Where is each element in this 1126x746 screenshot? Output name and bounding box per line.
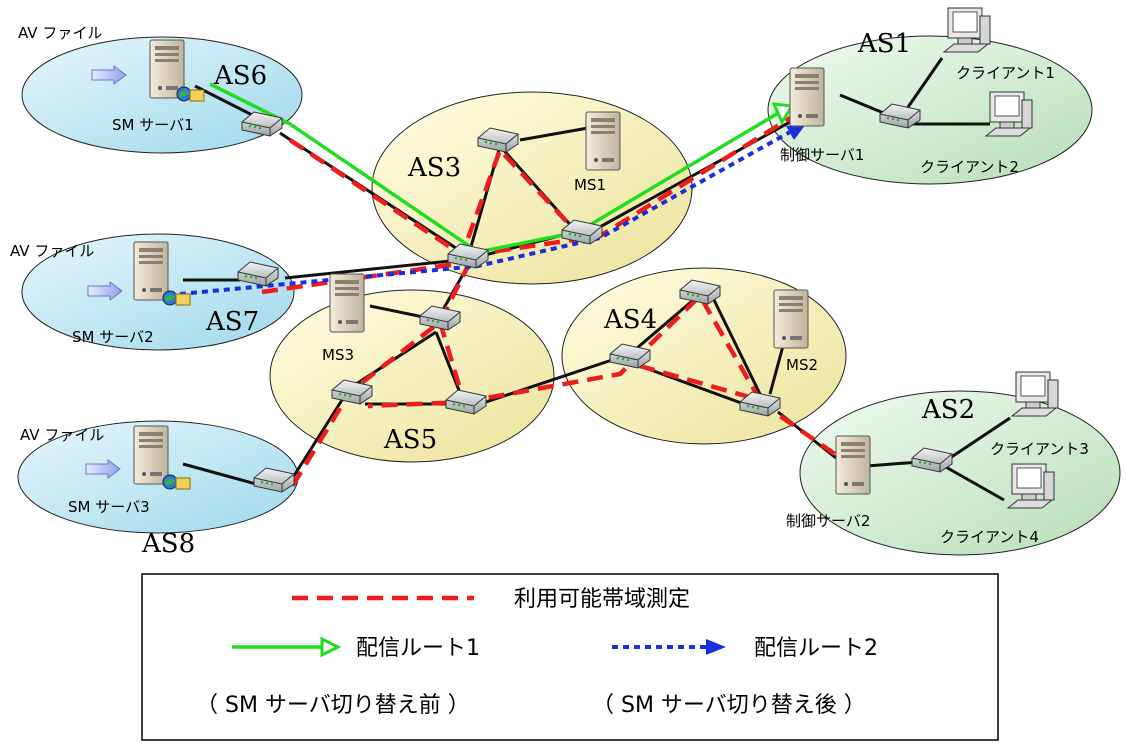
control-server-1-icon bbox=[789, 67, 825, 127]
legend-measurement-label: 利用可能帯域測定 bbox=[514, 587, 690, 612]
sm-server-3-label: SM サーバ3 bbox=[68, 498, 150, 516]
legend-route2-arrow-icon bbox=[706, 639, 726, 655]
as7-label: AS7 bbox=[205, 307, 259, 337]
as3-label: AS3 bbox=[407, 153, 461, 183]
as5-area bbox=[269, 289, 555, 463]
legend-before-switch: （ SM サーバ切り替え前 ） bbox=[196, 693, 470, 718]
av-file-label-1: AV ファイル bbox=[18, 24, 102, 42]
measurement-paths bbox=[261, 110, 854, 492]
control-server-2-label: 制御サーバ2 bbox=[786, 512, 870, 530]
ms3-label: MS3 bbox=[322, 346, 354, 364]
as5-label: AS5 bbox=[383, 425, 437, 455]
as2-area bbox=[799, 390, 1121, 556]
client-4-label: クライアント4 bbox=[940, 528, 1039, 546]
ms1-icon bbox=[585, 111, 621, 171]
ms2-icon bbox=[773, 289, 809, 349]
ms3-icon bbox=[329, 273, 365, 333]
legend: 利用可能帯域測定 配信ルート1 配信ルート2 （ SM サーバ切り替え前 ） （… bbox=[141, 573, 999, 741]
ms1-label: MS1 bbox=[574, 176, 606, 194]
legend-box bbox=[141, 573, 999, 741]
control-server-1-label: 制御サーバ1 bbox=[780, 146, 864, 164]
control-server-2-icon bbox=[835, 435, 871, 495]
sm-server-3-icon bbox=[133, 425, 169, 485]
as2-label: AS2 bbox=[921, 395, 975, 425]
as1-label: AS1 bbox=[857, 29, 911, 59]
sm-server-2-icon bbox=[133, 241, 169, 301]
route2-path bbox=[179, 124, 806, 296]
client-1-label: クライアント1 bbox=[956, 64, 1055, 82]
sm-server-1-label: SM サーバ1 bbox=[112, 116, 194, 134]
client-2-label: クライアント2 bbox=[920, 158, 1019, 176]
as4-label: AS4 bbox=[603, 305, 657, 335]
legend-route1-label: 配信ルート1 bbox=[356, 636, 480, 661]
av-file-label-3: AV ファイル bbox=[20, 426, 104, 444]
as6-label: AS6 bbox=[213, 61, 267, 91]
legend-after-switch: （ SM サーバ切り替え後 ） bbox=[592, 693, 866, 718]
as8-label: AS8 bbox=[141, 529, 195, 559]
ms2-label: MS2 bbox=[786, 356, 818, 374]
as1-area bbox=[767, 35, 1093, 185]
legend-route1-arrow-icon bbox=[320, 636, 342, 658]
av-file-label-2: AV ファイル bbox=[10, 242, 94, 260]
sm-server-2-label: SM サーバ2 bbox=[72, 328, 154, 346]
legend-route2-label: 配信ルート2 bbox=[754, 636, 878, 661]
client-3-label: クライアント3 bbox=[990, 440, 1089, 458]
